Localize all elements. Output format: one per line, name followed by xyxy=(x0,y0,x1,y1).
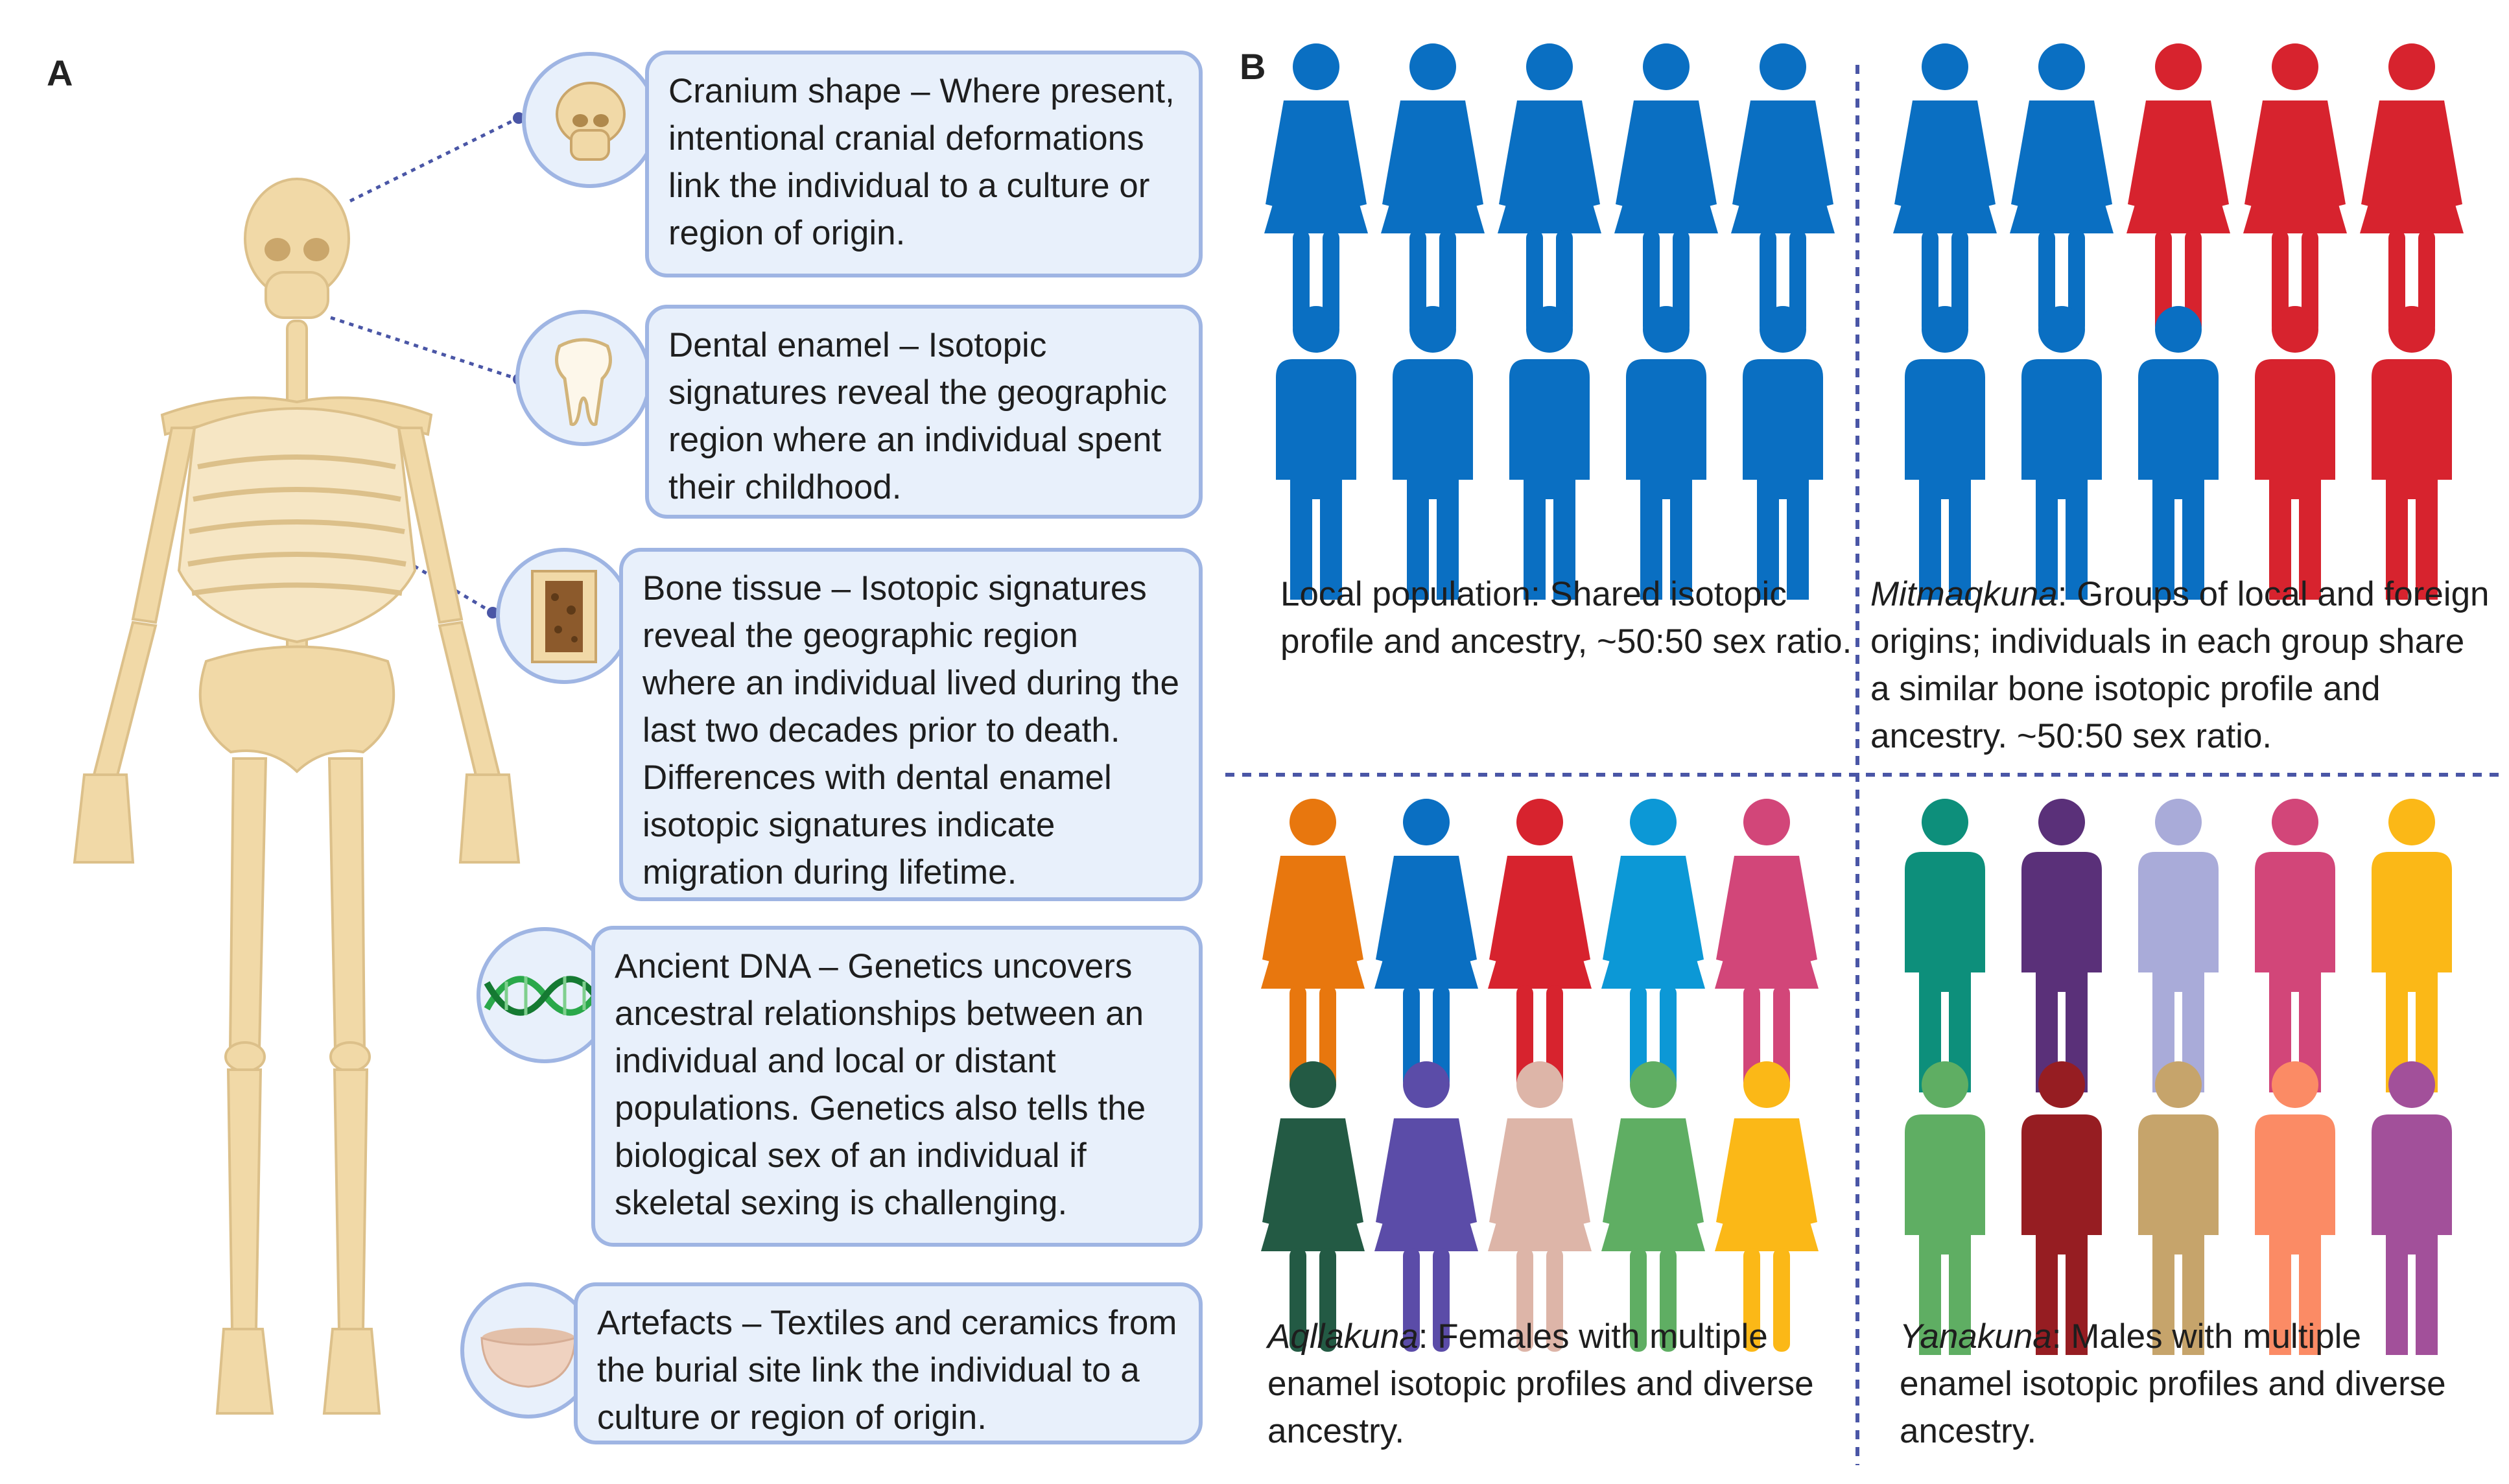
caption-aqllakuna-name: Aqllakuna xyxy=(1267,1317,1419,1356)
male-figure-icon xyxy=(1905,1061,1985,1355)
male-figure-icon xyxy=(2255,799,2335,1092)
female-figure-icon xyxy=(2360,43,2464,334)
male-figure-icon xyxy=(2021,799,2102,1092)
connector-enamel xyxy=(330,316,519,381)
female-figure-icon xyxy=(1488,799,1592,1089)
female-figure-icon xyxy=(1715,1061,1819,1352)
male-figure-icon xyxy=(2255,1061,2335,1355)
male-figure-icon xyxy=(2255,306,2335,600)
female-figure-icon xyxy=(1715,799,1819,1089)
caption-mitmaqkuna-name: Mitmaqkuna xyxy=(1870,575,2058,613)
male-figure-icon xyxy=(1905,306,1985,600)
caption-local-text: Local population: Shared isotopic profil… xyxy=(1280,575,1852,661)
female-figure-icon xyxy=(1488,1061,1592,1352)
female-figure-icon xyxy=(2010,43,2114,334)
info-text-enamel: Dental enamel – Isotopic signatures reve… xyxy=(668,326,1167,506)
female-figure-icon xyxy=(2126,43,2230,334)
female-figure-icon xyxy=(1731,43,1835,334)
bowl-icon xyxy=(480,1328,576,1388)
info-box-dna: Ancient DNA – Genetics uncovers ancestra… xyxy=(591,926,1203,1247)
female-figure-icon xyxy=(1374,799,1478,1089)
male-figure-icon xyxy=(2372,1061,2452,1355)
caption-aqllakuna: Aqllakuna: Females with multiple enamel … xyxy=(1267,1313,1870,1455)
female-figure-icon xyxy=(1264,43,1368,334)
info-text-bone: Bone tissue – Isotopic signatures reveal… xyxy=(642,569,1179,891)
female-figure-icon xyxy=(1601,1061,1705,1352)
female-figure-icon xyxy=(1498,43,1601,334)
connector-dot-cranium xyxy=(513,112,524,124)
female-figure-icon xyxy=(2243,43,2347,334)
connector-dot-bone xyxy=(487,607,499,618)
caption-mitmaqkuna-text: : Groups of local and foreign origins; i… xyxy=(1870,575,2490,755)
female-figure-icon xyxy=(1261,1061,1365,1352)
male-figure-icon xyxy=(2138,306,2219,600)
tooth-icon xyxy=(555,338,612,427)
male-figure-icon xyxy=(2138,799,2219,1092)
skull-icon-circle xyxy=(522,52,658,188)
female-figure-icon xyxy=(1893,43,1997,334)
tooth-icon-circle xyxy=(515,310,652,446)
info-box-bone: Bone tissue – Isotopic signatures reveal… xyxy=(619,548,1203,901)
male-figure-icon xyxy=(2021,306,2102,600)
female-figure-icon xyxy=(1614,43,1718,334)
caption-yanakuna-text: : Males with multiple enamel isotopic pr… xyxy=(1900,1317,2446,1450)
info-box-cranium: Cranium shape – Where present, intention… xyxy=(645,51,1203,277)
skeleton-panel xyxy=(73,112,524,1415)
info-text-cranium: Cranium shape – Where present, intention… xyxy=(668,72,1175,252)
caption-yanakuna: Yanakuna: Males with multiple enamel iso… xyxy=(1900,1313,2483,1455)
male-figure-icon xyxy=(2372,306,2452,600)
bone-tissue-icon-circle xyxy=(496,548,632,684)
bone-tissue-icon xyxy=(531,570,597,663)
dna-icon xyxy=(484,976,607,1016)
male-figure-icon xyxy=(2021,1061,2102,1355)
male-figure-icon xyxy=(2372,799,2452,1092)
male-figure-icon xyxy=(1626,306,1706,600)
male-figure-icon xyxy=(1905,799,1985,1092)
caption-local: Local population: Shared isotopic profil… xyxy=(1280,571,1864,665)
male-figure-icon xyxy=(1276,306,1356,600)
male-figure-icon xyxy=(1509,306,1590,600)
male-figure-icon xyxy=(1393,306,1473,600)
people-icons xyxy=(1261,43,2464,1355)
caption-mitmaqkuna: Mitmaqkuna: Groups of local and foreign … xyxy=(1870,571,2493,760)
male-figure-icon xyxy=(2138,1061,2219,1355)
male-figure-icon xyxy=(1743,306,1823,600)
female-figure-icon xyxy=(1261,799,1365,1089)
connector-cranium xyxy=(349,116,520,203)
info-box-artefacts: Artefacts – Textiles and ceramics from t… xyxy=(574,1282,1203,1444)
caption-yanakuna-name: Yanakuna xyxy=(1900,1317,2052,1356)
female-figure-icon xyxy=(1381,43,1485,334)
info-text-artefacts: Artefacts – Textiles and ceramics from t… xyxy=(597,1304,1177,1437)
caption-aqllakuna-text: : Females with multiple enamel isotopic … xyxy=(1267,1317,1814,1450)
population-panel xyxy=(1225,43,2506,1465)
skeleton-icon xyxy=(73,178,521,1415)
info-box-enamel: Dental enamel – Isotopic signatures reve… xyxy=(645,305,1203,519)
info-text-dna: Ancient DNA – Genetics uncovers ancestra… xyxy=(615,947,1146,1222)
female-figure-icon xyxy=(1601,799,1705,1089)
female-figure-icon xyxy=(1374,1061,1478,1352)
panel-b-label: B xyxy=(1240,46,1266,87)
panel-a-label: A xyxy=(47,53,73,93)
skull-icon xyxy=(556,82,626,161)
